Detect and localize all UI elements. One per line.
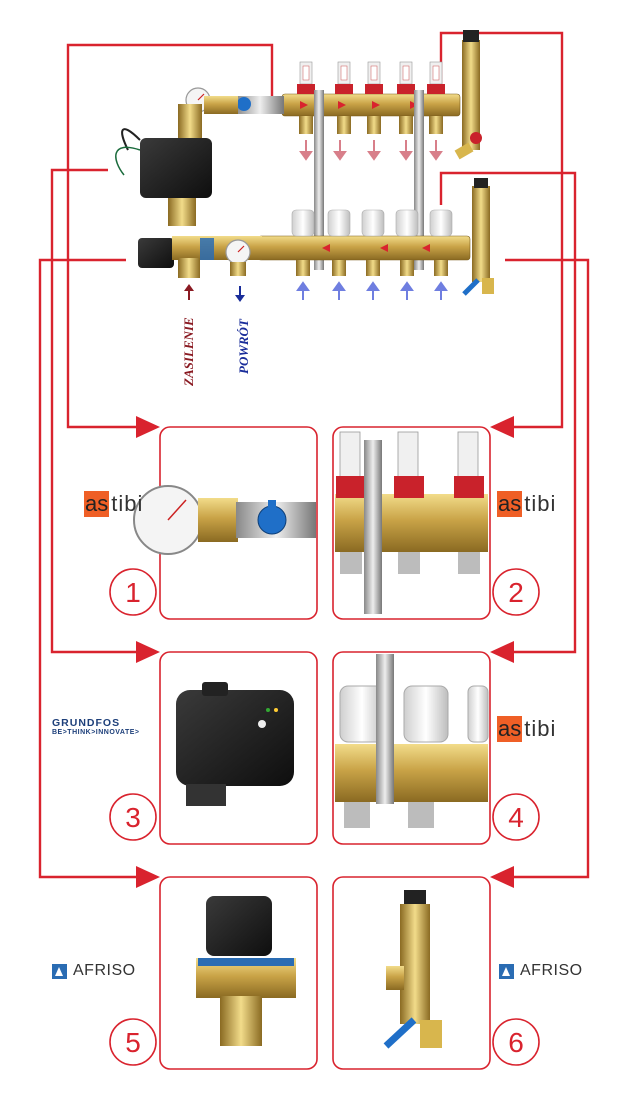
afriso-logo-icon [52,963,67,979]
badge-number-6: 6 [508,1027,524,1058]
badge-number-4: 4 [508,802,524,833]
return-label: POWRÓT [236,319,251,374]
grundfos-tagline: BE>THINK>INNOVATE> [52,729,140,736]
badge-number-2: 2 [508,577,524,608]
badge-number-1: 1 [125,577,141,608]
supply-bar [281,93,461,117]
astibi-prefix: as [84,491,110,517]
astibi-prefix: as [497,716,523,742]
brand-astibi-4: as tibi [497,716,556,742]
ball-valve-handle [237,97,251,111]
connector-4 [439,171,577,654]
afriso-name: AFRISO [520,962,583,979]
bracket-right [414,90,424,270]
supply-indicator-arrow [184,284,194,300]
panel-4-illustration [335,654,489,828]
panel-3-illustration [176,682,294,806]
badge-number-3: 3 [125,802,141,833]
astibi-suffix: tibi [111,491,144,516]
badge-6 [492,1018,540,1066]
badge-number-5: 5 [125,1027,141,1058]
afriso-name: AFRISO [73,962,136,979]
pump [140,138,212,198]
bracket-left [314,90,324,270]
supply-label: ZASILENIE [181,317,196,386]
arrow-4 [490,641,514,663]
return-indicator-arrow [235,286,245,302]
grundfos-name: GRUNDFOS [52,717,121,729]
mixing-valve-actuator [138,238,174,268]
supply-out-arrows [299,140,443,161]
vent-column-bottom [472,186,490,282]
brand-astibi-1: as tibi [84,491,143,517]
brand-astibi-2: as tibi [497,491,556,517]
astibi-suffix: tibi [524,716,557,741]
badge-5 [109,1018,157,1066]
panel-2-illustration [335,431,488,614]
badge-4 [492,793,540,841]
badge-numbers: 1 2 3 4 5 6 [125,577,524,1058]
return-bar [257,235,471,261]
panel-6-illustration [383,890,442,1049]
manifold-assembly [115,30,494,302]
badge-3 [109,793,157,841]
connector-1 [66,43,274,429]
return-flow-arrows [322,244,430,252]
connector-arrowheads [136,416,514,888]
badge-1 [109,568,157,616]
connector-6 [505,258,590,879]
panel-5-illustration [196,896,296,1046]
number-badges [109,568,540,1066]
brand-afriso-5: AFRISO [52,962,136,980]
afriso-logo-icon [499,963,514,979]
connector-2 [439,31,564,429]
astibi-suffix: tibi [524,491,557,516]
arrow-5 [136,866,160,888]
badge-2 [492,568,540,616]
panel-1-illustration [133,485,316,555]
arrow-1 [136,416,160,438]
astibi-prefix: as [497,491,523,517]
supply-outlets [299,116,443,134]
return-outlets [296,260,448,276]
connector-3 [50,168,138,654]
connector-lines [38,31,590,879]
drain-valve-top [470,132,482,144]
brand-grundfos: GRUNDFOS BE>THINK>INNOVATE> [52,717,140,736]
flowmeters [297,61,445,94]
return-in-arrows [296,281,448,300]
arrow-3 [136,641,160,663]
supply-flow-arrows [300,101,418,109]
vent-column-top [462,40,480,150]
valve-caps [291,209,453,237]
connector-5 [38,258,138,879]
arrow-6 [490,866,514,888]
vent-cap-top [463,30,479,42]
arrow-2 [490,416,514,438]
brand-afriso-6: AFRISO [499,962,583,980]
